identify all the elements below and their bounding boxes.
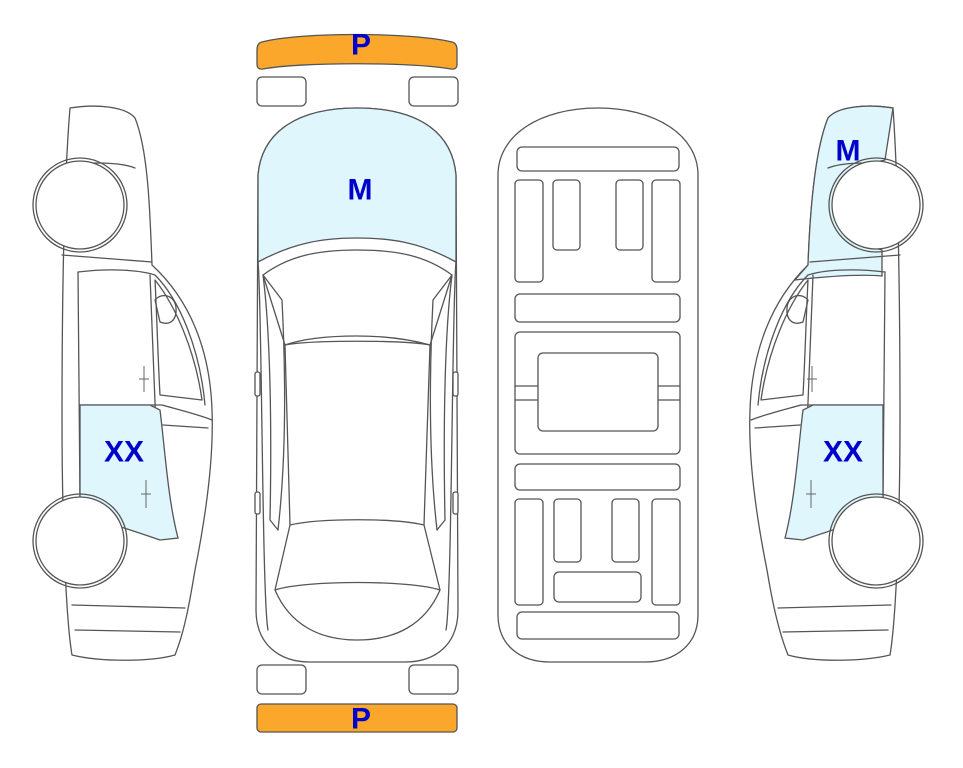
right-side-front-window <box>760 279 809 401</box>
right-side-mirror <box>786 294 809 324</box>
front-bumper <box>256 33 458 70</box>
underbody-rear-left-mount <box>553 498 582 563</box>
left-side-door-handle-front <box>139 366 149 392</box>
underbody-front-right-rail <box>651 179 681 283</box>
top-roof <box>284 340 431 526</box>
right-rear-door-label: XX <box>823 436 863 469</box>
top-view: P M P <box>254 29 459 736</box>
front-bumper-label: P <box>351 29 371 62</box>
underbody-rear-right-rail <box>651 498 681 606</box>
rear-left-light <box>256 664 307 695</box>
front-right-headlight <box>408 76 459 107</box>
rear-right-light <box>408 664 459 695</box>
underbody-mid-front-bar <box>514 293 681 323</box>
front-left-headlight <box>256 76 307 107</box>
left-side-view: XX <box>32 105 213 661</box>
right-side-door-handle-front <box>807 366 817 392</box>
underbody-rear-left-rail <box>514 498 544 606</box>
left-side-front-wheel <box>35 160 125 250</box>
underbody-front-crossmember <box>516 146 680 172</box>
left-side-door-handle-rear <box>141 480 151 508</box>
underbody-front-left-mount <box>552 179 581 251</box>
underbody-rear-crossmember <box>553 571 642 603</box>
underbody-mid-rear-bar <box>514 463 681 491</box>
top-trunk <box>274 589 441 641</box>
right-side-door-handle-rear <box>806 480 816 508</box>
right-side-front-wheel-arch <box>828 157 924 253</box>
rear-bumper-label: P <box>351 703 371 736</box>
underbody-view <box>497 107 699 663</box>
top-left-side-glass <box>262 274 286 531</box>
right-side-rear-wheel <box>831 496 921 586</box>
underbody-center-tunnel <box>537 352 659 432</box>
rear-bumper <box>256 703 458 733</box>
left-rear-door-label: XX <box>104 436 144 469</box>
left-side-front-wheel-arch <box>32 157 128 253</box>
top-right-mirror <box>452 371 459 397</box>
underbody-rear-bumper-bar <box>516 611 680 640</box>
underbody-rear-right-mount <box>611 498 640 563</box>
left-side-front-window <box>154 279 203 401</box>
top-body-sides <box>257 261 457 631</box>
underbody-floor-divider <box>514 385 681 401</box>
hood-damage <box>257 107 457 264</box>
underbody-front-left-rail <box>514 179 544 283</box>
right-side-rocker <box>777 604 892 633</box>
underbody-front-right-mount <box>615 179 644 251</box>
left-side-rocker <box>71 604 186 633</box>
left-side-rear-wheel-arch <box>32 493 128 589</box>
left-side-rear-wheel <box>35 496 125 586</box>
top-right-handle <box>452 491 459 515</box>
left-side-mirror <box>154 294 177 324</box>
top-left-handle <box>254 491 261 515</box>
right-side-rear-wheel-arch <box>828 493 924 589</box>
top-left-mirror <box>254 371 261 397</box>
hood-label: M <box>348 174 373 207</box>
right-side-front-wheel <box>831 160 921 250</box>
top-right-side-glass <box>429 274 453 531</box>
right-side-view: M XX <box>749 105 924 661</box>
